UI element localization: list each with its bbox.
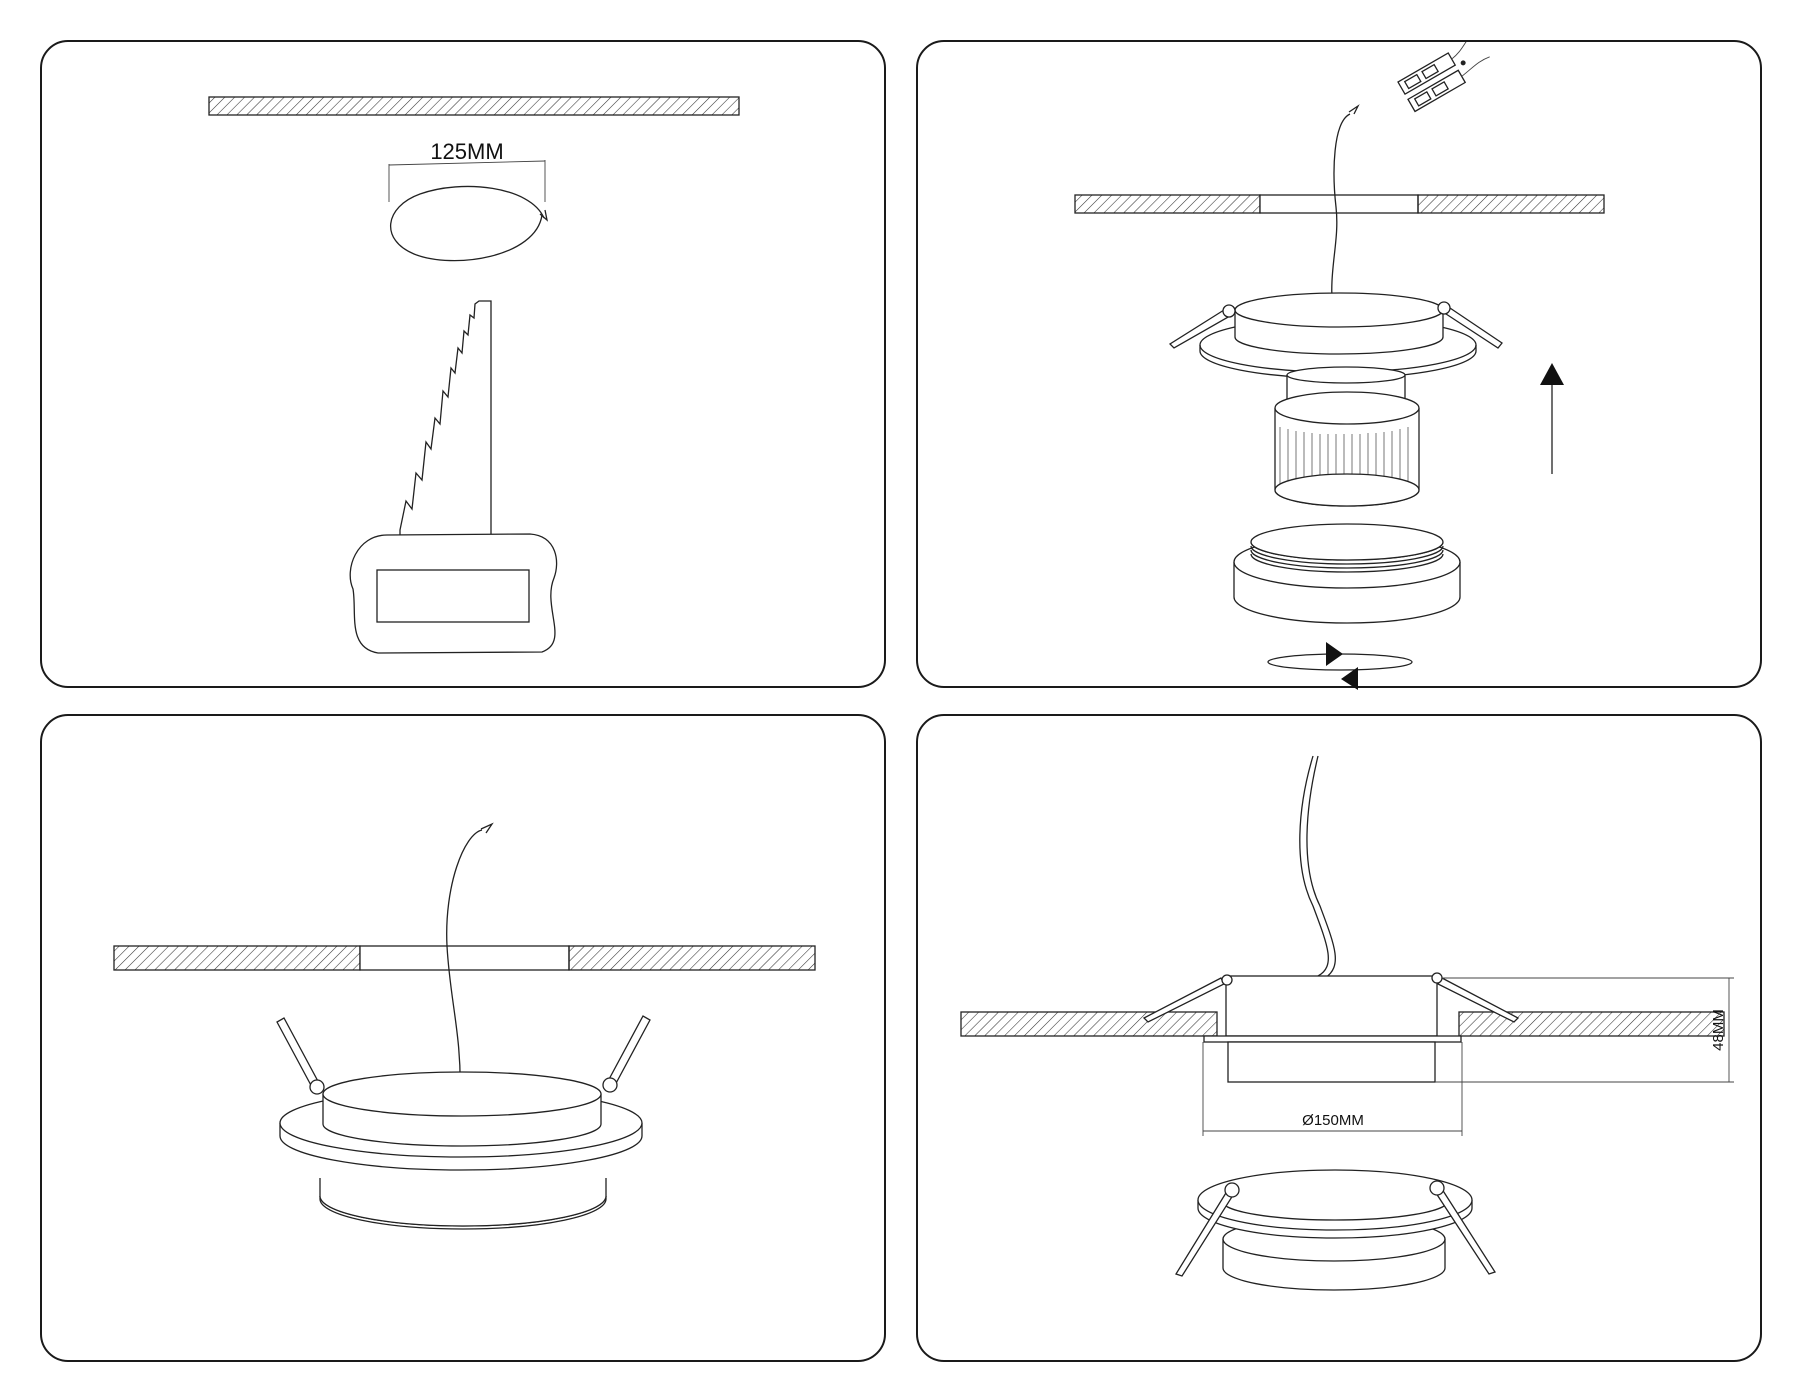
- spring-clip-right: [606, 1015, 651, 1088]
- step-installed-dimensions-panel: Ø150MM 48MM: [916, 714, 1762, 1362]
- recessed-fixture-housing: [1168, 292, 1503, 379]
- hole-circle-arrow: [539, 209, 549, 222]
- installed-fixture: [1142, 972, 1520, 1083]
- ceiling-board: [208, 96, 740, 116]
- cut-hole-diagram: 125MM: [208, 96, 740, 654]
- width-dimension: Ø150MM: [1202, 1042, 1463, 1136]
- installed-dimensions-diagram: Ø150MM 48MM: [960, 755, 1734, 1291]
- hole-circle: [389, 185, 545, 262]
- height-label: 48MM: [1710, 1009, 1727, 1051]
- insert-fixture-diagram: [113, 822, 816, 1230]
- trim-ring: [1233, 523, 1461, 624]
- power-cable: [1299, 755, 1329, 977]
- step-cut-hole-panel: 125MM: [40, 40, 886, 688]
- power-cable: [446, 829, 483, 1097]
- height-dimension: 48MM: [1435, 977, 1734, 1083]
- power-cable: [1331, 113, 1351, 313]
- ceiling-board-with-hole: [113, 945, 816, 971]
- hole-dimension: 125MM: [388, 139, 546, 202]
- wire-and-assemble-diagram: [1074, 42, 1605, 690]
- ceiling-board-with-hole: [960, 1011, 1725, 1037]
- led-module: [1274, 366, 1420, 507]
- recessed-fixture: [276, 1015, 651, 1230]
- terminal-block-icon: [1397, 42, 1490, 113]
- push-up-arrow-icon: [1540, 363, 1564, 474]
- step-insert-fixture-panel: [40, 714, 886, 1362]
- rotate-arrows-icon: [1267, 642, 1413, 690]
- hole-diameter-label: 125MM: [430, 139, 503, 164]
- step-wire-and-assemble-panel: [916, 40, 1762, 690]
- ceiling-board-with-hole: [1074, 194, 1605, 214]
- diameter-label: Ø150MM: [1302, 1112, 1364, 1129]
- saw-icon: [349, 300, 558, 654]
- spring-clip-left: [276, 1017, 321, 1090]
- fixture-perspective-view: [1175, 1169, 1496, 1291]
